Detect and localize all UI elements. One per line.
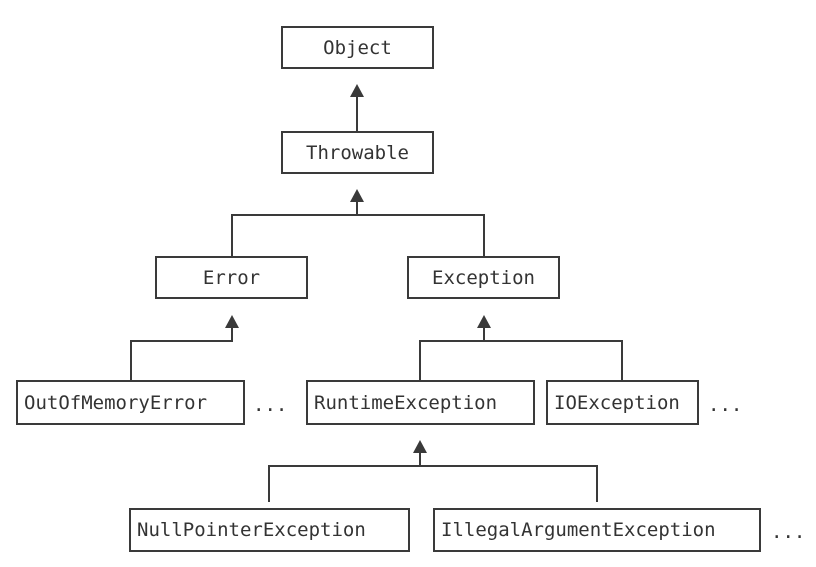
arrowhead-throwable xyxy=(350,189,364,202)
node-outofmemoryerror: OutOfMemoryError xyxy=(16,380,245,425)
node-runtimeexception: RuntimeException xyxy=(306,380,535,425)
more-marker-error: ... xyxy=(253,394,288,416)
node-exception: Exception xyxy=(407,256,560,299)
node-throwable: Throwable xyxy=(281,131,434,174)
node-illegalargumentexception: IllegalArgumentException xyxy=(433,508,761,552)
node-ioexception: IOException xyxy=(546,380,699,425)
more-marker-exception: ... xyxy=(708,394,743,416)
more-marker-runtimeexception: ... xyxy=(771,521,806,543)
edge-npe-iae-to-runtimeexception xyxy=(268,453,598,502)
node-error: Error xyxy=(155,256,308,299)
node-nullpointerexception: NullPointerException xyxy=(129,508,410,552)
edge-runtime-io-to-exception xyxy=(419,328,623,380)
arrowhead-object xyxy=(350,84,364,97)
arrowhead-runtimeexception xyxy=(413,440,427,453)
edge-outofmemoryerror-to-error xyxy=(130,328,233,380)
arrowhead-exception xyxy=(477,315,491,328)
arrowhead-error xyxy=(225,315,239,328)
node-object: Object xyxy=(281,26,434,69)
edge-error-exception-to-throwable xyxy=(231,201,485,256)
